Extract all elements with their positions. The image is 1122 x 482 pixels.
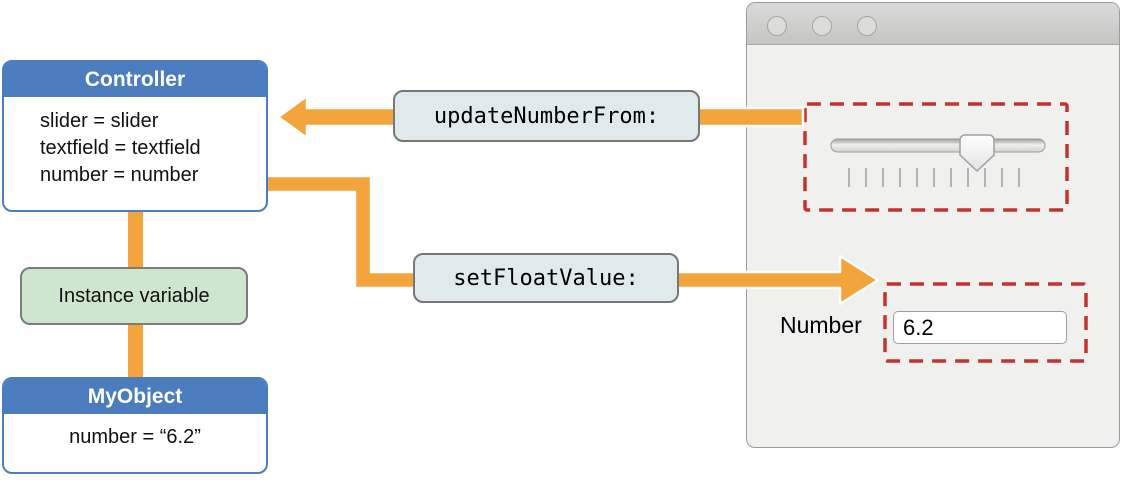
slider-track[interactable] <box>830 138 1046 153</box>
myobject-line-number: number = “6.2” <box>69 426 201 448</box>
window-minimize-icon[interactable] <box>812 16 832 36</box>
update-number-from-text: updateNumberFrom: <box>433 103 660 129</box>
controller-line-number: number = number <box>40 164 199 186</box>
myobject-title: MyObject <box>4 379 266 414</box>
slider-thumb[interactable] <box>959 134 995 173</box>
update-number-from-label: updateNumberFrom: <box>393 90 700 142</box>
controller-box: Controller slider = slider textfield = t… <box>2 60 268 212</box>
slider-highlight-box <box>803 102 1069 212</box>
window-close-icon[interactable] <box>767 16 787 36</box>
set-float-value-label: setFloatValue: <box>413 253 679 303</box>
slider-ticks <box>848 168 1020 187</box>
window-titlebar <box>747 3 1119 45</box>
window-content-graphics <box>803 102 1088 363</box>
controller-title: Controller <box>4 62 266 97</box>
number-field-highlight-box <box>883 282 1088 363</box>
myobject-box: MyObject number = “6.2” <box>2 377 268 474</box>
set-float-value-text: setFloatValue: <box>453 265 639 291</box>
number-input-value: 6.2 <box>903 314 934 340</box>
window-zoom-icon[interactable] <box>857 16 877 36</box>
controller-line-textfield: textfield = textfield <box>40 137 201 159</box>
mock-app-window: Number 6.2 <box>746 2 1120 448</box>
controller-body: slider = slider textfield = textfield nu… <box>4 97 266 189</box>
instance-variable-label: Instance variable <box>58 284 210 307</box>
number-label: Number <box>780 312 862 338</box>
controller-line-slider: slider = slider <box>40 110 159 132</box>
number-input[interactable]: 6.2 <box>893 311 1067 344</box>
instance-variable-box: Instance variable <box>20 267 248 325</box>
